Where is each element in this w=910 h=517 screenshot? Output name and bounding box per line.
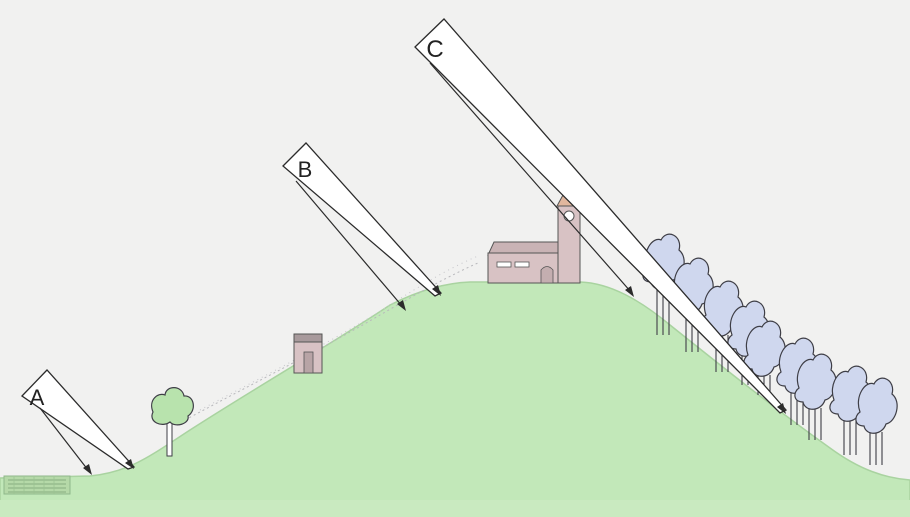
label-arrow-c: C: [414, 18, 788, 414]
fence-line-upper: [199, 255, 479, 411]
label-arrow-a: A: [21, 369, 136, 475]
small-building: [293, 333, 323, 374]
tree-icon: [151, 387, 194, 457]
field-patch: [3, 475, 71, 495]
label-c: C: [426, 36, 443, 63]
label-a: A: [30, 385, 45, 410]
tree-icon: [855, 377, 898, 465]
clock-icon: [563, 210, 575, 222]
tree-row: [642, 233, 898, 465]
church-building: [487, 182, 582, 284]
ground-strip: [0, 500, 910, 517]
label-arrow-b: B: [282, 142, 443, 311]
label-b: B: [298, 157, 313, 182]
fence-line: [184, 261, 481, 421]
